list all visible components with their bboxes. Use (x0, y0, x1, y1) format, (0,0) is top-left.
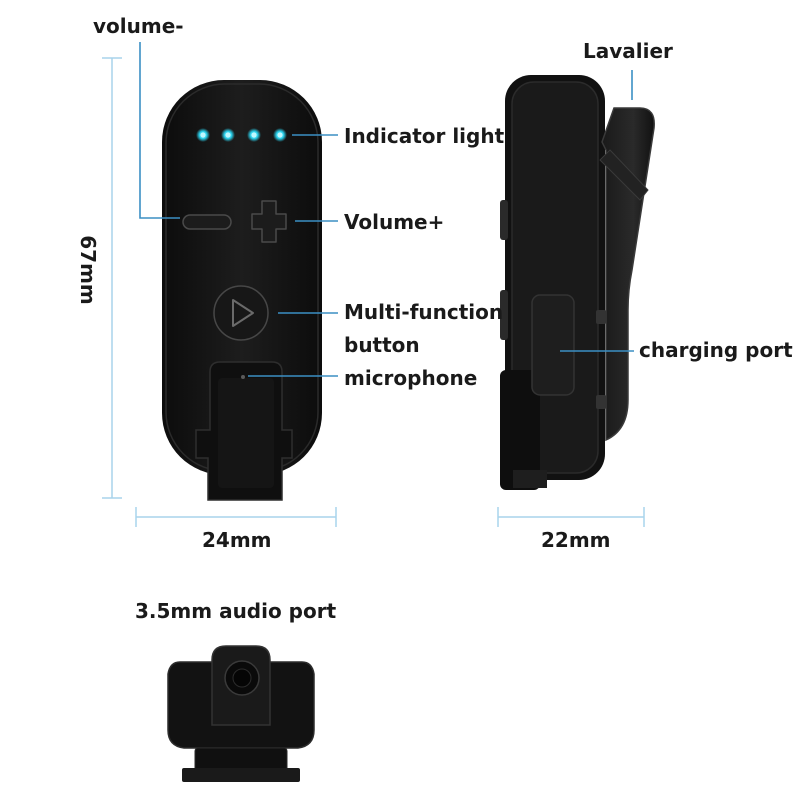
label-button: button (344, 333, 420, 357)
play-icon[interactable] (213, 285, 269, 341)
side-view (500, 75, 655, 490)
dimension-height: 67mm (76, 235, 100, 305)
dimension-front-width: 24mm (202, 528, 272, 552)
label-microphone: microphone (344, 366, 478, 390)
indicator-leds (196, 128, 287, 142)
label-indicator-light: Indicator light (344, 124, 505, 148)
label-multi-function: Multi-function (344, 300, 504, 324)
bottom-view (167, 645, 315, 782)
minus-icon[interactable] (182, 214, 232, 230)
label-lavalier: Lavalier (583, 39, 673, 63)
dimension-lines (102, 57, 645, 527)
charging-port-cover (531, 294, 575, 396)
front-view (162, 80, 322, 501)
plus-icon[interactable] (251, 200, 287, 243)
microphone-stem (195, 361, 293, 501)
label-volume-minus: volume- (93, 14, 184, 38)
label-charging-port: charging port (639, 338, 793, 362)
leader-volume-minus (139, 42, 180, 219)
dimension-side-width: 22mm (541, 528, 611, 552)
leader-lines (139, 42, 634, 377)
label-volume-plus: Volume+ (344, 210, 445, 234)
label-audio-port: 3.5mm audio port (135, 599, 337, 623)
